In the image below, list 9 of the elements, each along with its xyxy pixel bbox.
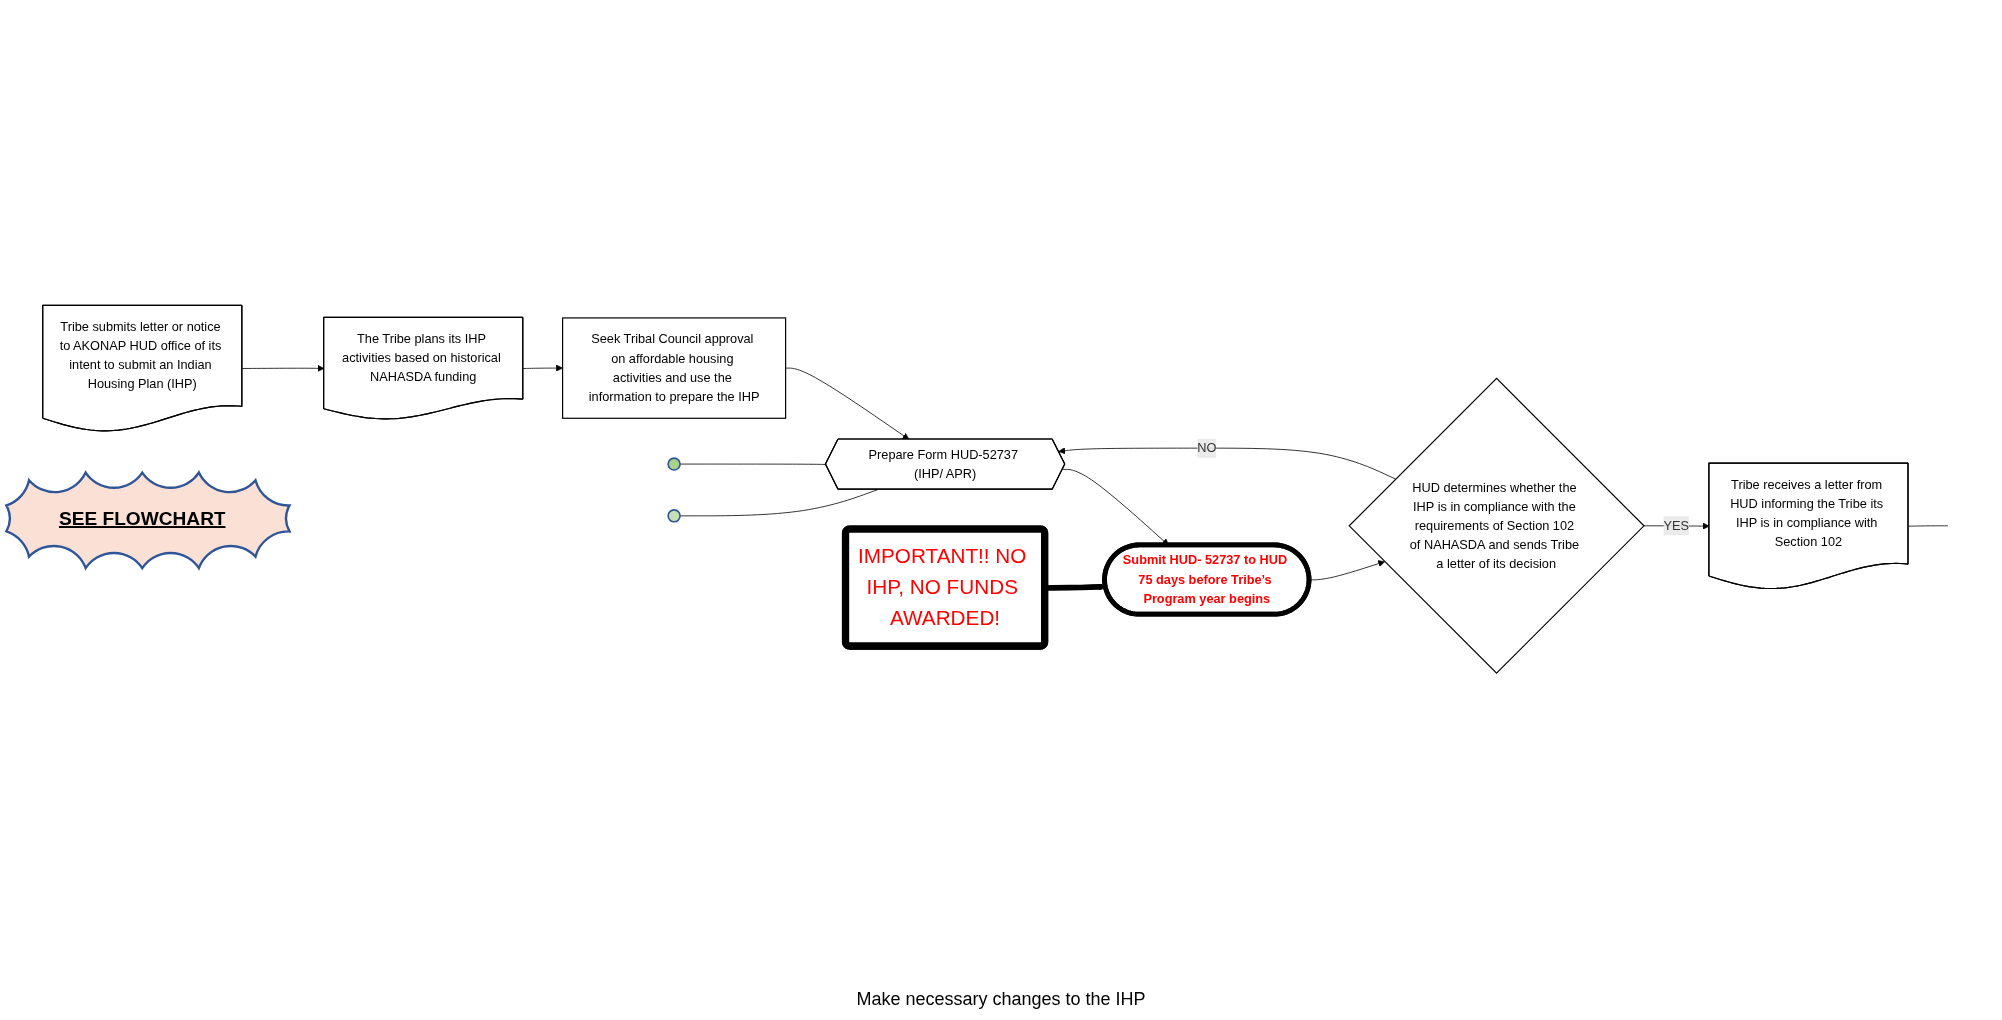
node-bubble xyxy=(667,457,681,472)
connector xyxy=(679,463,827,466)
edge-label: YES xyxy=(1663,518,1689,533)
edge-label: NO xyxy=(1197,441,1217,455)
node-box: Seek Tribal Council approval on affordable housing activities and use the information to prepare the IHP xyxy=(562,317,787,420)
connector xyxy=(1908,525,1949,527)
node-bubble xyxy=(667,509,681,523)
node-diamond: HUD determines whether the IHP is in compliance with the requirements of Section 102 of NAHASDA and sends Tribe a letter of its decision xyxy=(1348,377,1645,675)
note-text: Make necessary changes to the IHP xyxy=(856,989,1146,1010)
